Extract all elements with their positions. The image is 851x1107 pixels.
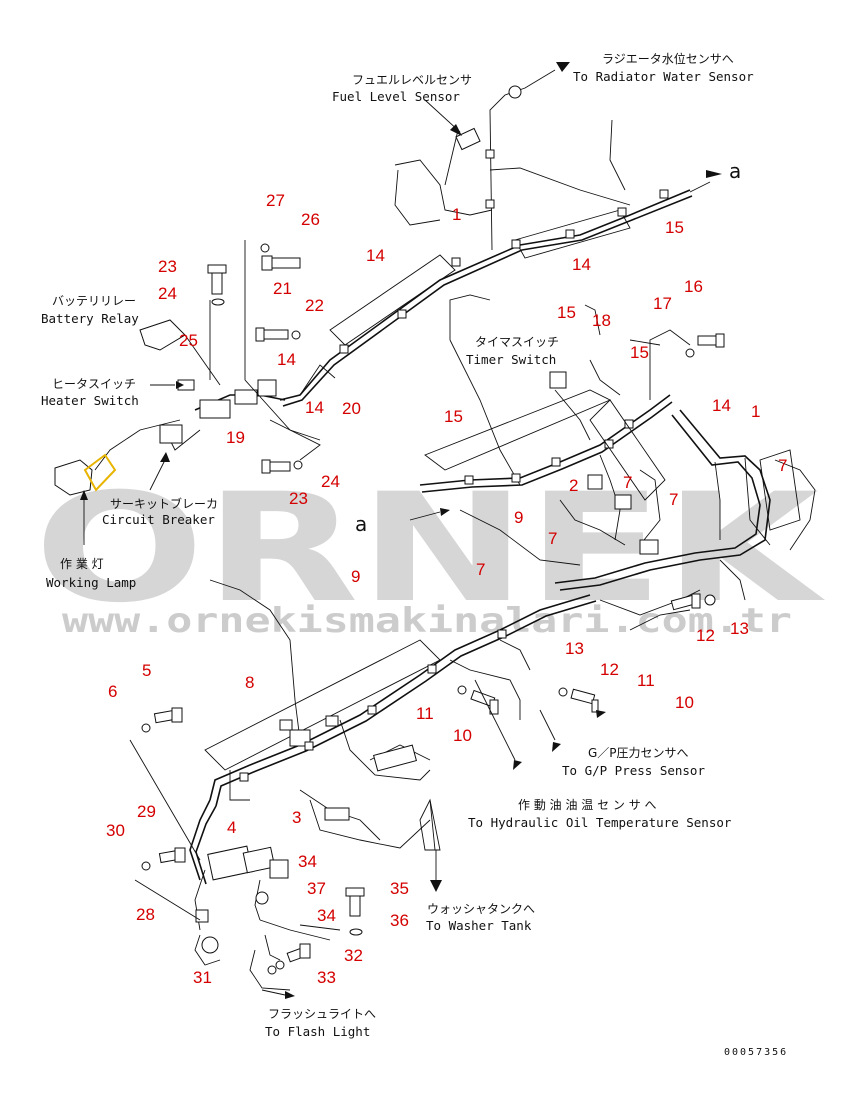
- callout: 5: [142, 661, 151, 680]
- callout: 14: [305, 398, 324, 417]
- flash-light-label-en: To Flash Light: [265, 1024, 370, 1039]
- heater-switch-label-en: Heater Switch: [41, 393, 139, 408]
- callout: 25: [179, 331, 198, 350]
- callout: 7: [623, 473, 632, 492]
- callout-numbers: 1 14 15 14 27 26 23 24 21 22 25 14 14 20…: [106, 191, 787, 987]
- callout: 12: [600, 660, 619, 679]
- callout: 31: [193, 968, 212, 987]
- callout: 23: [158, 257, 177, 276]
- callout: 33: [317, 968, 336, 987]
- gp-sensor-label-en: To G/P Press Sensor: [562, 763, 705, 778]
- washer-tank-label-ja: ウォッシャタンクへ: [427, 902, 535, 916]
- battery-relay-label-en: Battery Relay: [41, 311, 139, 326]
- circuit-breaker-label-en: Circuit Breaker: [102, 512, 215, 527]
- watermark-url: www.ornekismakinalari.com.tr: [62, 601, 792, 641]
- callout: 8: [245, 673, 254, 692]
- callout: 29: [137, 802, 156, 821]
- callout: 10: [675, 693, 694, 712]
- callout: 15: [444, 407, 463, 426]
- callout: 19: [226, 428, 245, 447]
- callout: 9: [351, 567, 360, 586]
- callout: 34: [317, 906, 336, 925]
- callout: 16: [684, 277, 703, 296]
- callout: 13: [565, 639, 584, 658]
- fuel-level-sensor-label-ja: フュエルレベルセンサ: [352, 73, 472, 87]
- reference-a-right: a: [729, 159, 741, 183]
- callout: 17: [653, 294, 672, 313]
- callout: 11: [416, 704, 434, 723]
- callout: 7: [476, 560, 485, 579]
- callout: 7: [548, 529, 557, 548]
- hydraulic-sensor-label-ja: 作 動 油 油 温 セ ン サ へ: [518, 798, 657, 812]
- callout: 15: [557, 303, 576, 322]
- drawing-code: 00057356: [724, 1047, 788, 1058]
- radiator-sensor-label-en: To Radiator Water Sensor: [573, 69, 754, 84]
- working-lamp-label-en: Working Lamp: [46, 575, 136, 590]
- callout: 35: [390, 879, 409, 898]
- callout: 32: [344, 946, 363, 965]
- callout: 12: [696, 626, 715, 645]
- callout: 1: [751, 402, 760, 421]
- callout: 13: [730, 619, 749, 638]
- fuel-level-sensor-label-en: Fuel Level Sensor: [332, 89, 460, 104]
- callout: 6: [108, 682, 117, 701]
- timer-switch-label-ja: タイマスイッチ: [475, 335, 559, 349]
- washer-tank-label-en: To Washer Tank: [426, 918, 532, 933]
- working-lamp-label-ja: 作 業 灯: [60, 557, 104, 571]
- reference-a-left: a: [355, 512, 367, 536]
- circuit-breaker-label-ja: サーキットブレーカ: [110, 496, 218, 511]
- harness-drawing: [54, 62, 816, 999]
- callout: 21: [273, 279, 292, 298]
- heater-switch-label-ja: ヒータスイッチ: [52, 377, 136, 391]
- callout: 9: [514, 508, 523, 527]
- callout: 24: [158, 284, 177, 303]
- callout: 14: [366, 246, 385, 265]
- callout: 37: [307, 879, 326, 898]
- callout: 26: [301, 210, 320, 229]
- callout: 15: [630, 343, 649, 362]
- callout: 23: [289, 489, 308, 508]
- radiator-sensor-label-ja: ラジエータ水位センサへ: [602, 51, 734, 66]
- callout: 3: [292, 808, 301, 827]
- callout: 14: [572, 255, 591, 274]
- callout: 7: [778, 456, 787, 475]
- callout: 36: [390, 911, 409, 930]
- callout: 14: [712, 396, 731, 415]
- flash-light-label-ja: フラッシュライトへ: [268, 1007, 376, 1021]
- callout: 24: [321, 472, 340, 491]
- callout: 7: [669, 490, 678, 509]
- callout: 14: [277, 350, 296, 369]
- battery-relay-label-ja: バッテリリレー: [52, 294, 136, 308]
- hydraulic-sensor-label-en: To Hydraulic Oil Temperature Sensor: [468, 815, 732, 830]
- timer-switch-label-en: Timer Switch: [466, 352, 556, 367]
- callout: 27: [266, 191, 285, 210]
- callout: 10: [453, 726, 472, 745]
- callout: 2: [569, 476, 578, 495]
- callout: 15: [665, 218, 684, 237]
- callout: 22: [305, 296, 324, 315]
- callout: 4: [227, 818, 236, 837]
- annotations: フュエルレベルセンサ Fuel Level Sensor ラジエータ水位センサへ…: [41, 51, 788, 1058]
- callout: 11: [637, 671, 655, 690]
- callout: 34: [298, 852, 317, 871]
- callout: 30: [106, 821, 125, 840]
- callout: 28: [136, 905, 155, 924]
- callout: 1: [452, 205, 461, 224]
- callout: 20: [342, 399, 361, 418]
- gp-sensor-label-ja: G／P圧力センサへ: [588, 746, 689, 760]
- callout: 18: [592, 311, 611, 330]
